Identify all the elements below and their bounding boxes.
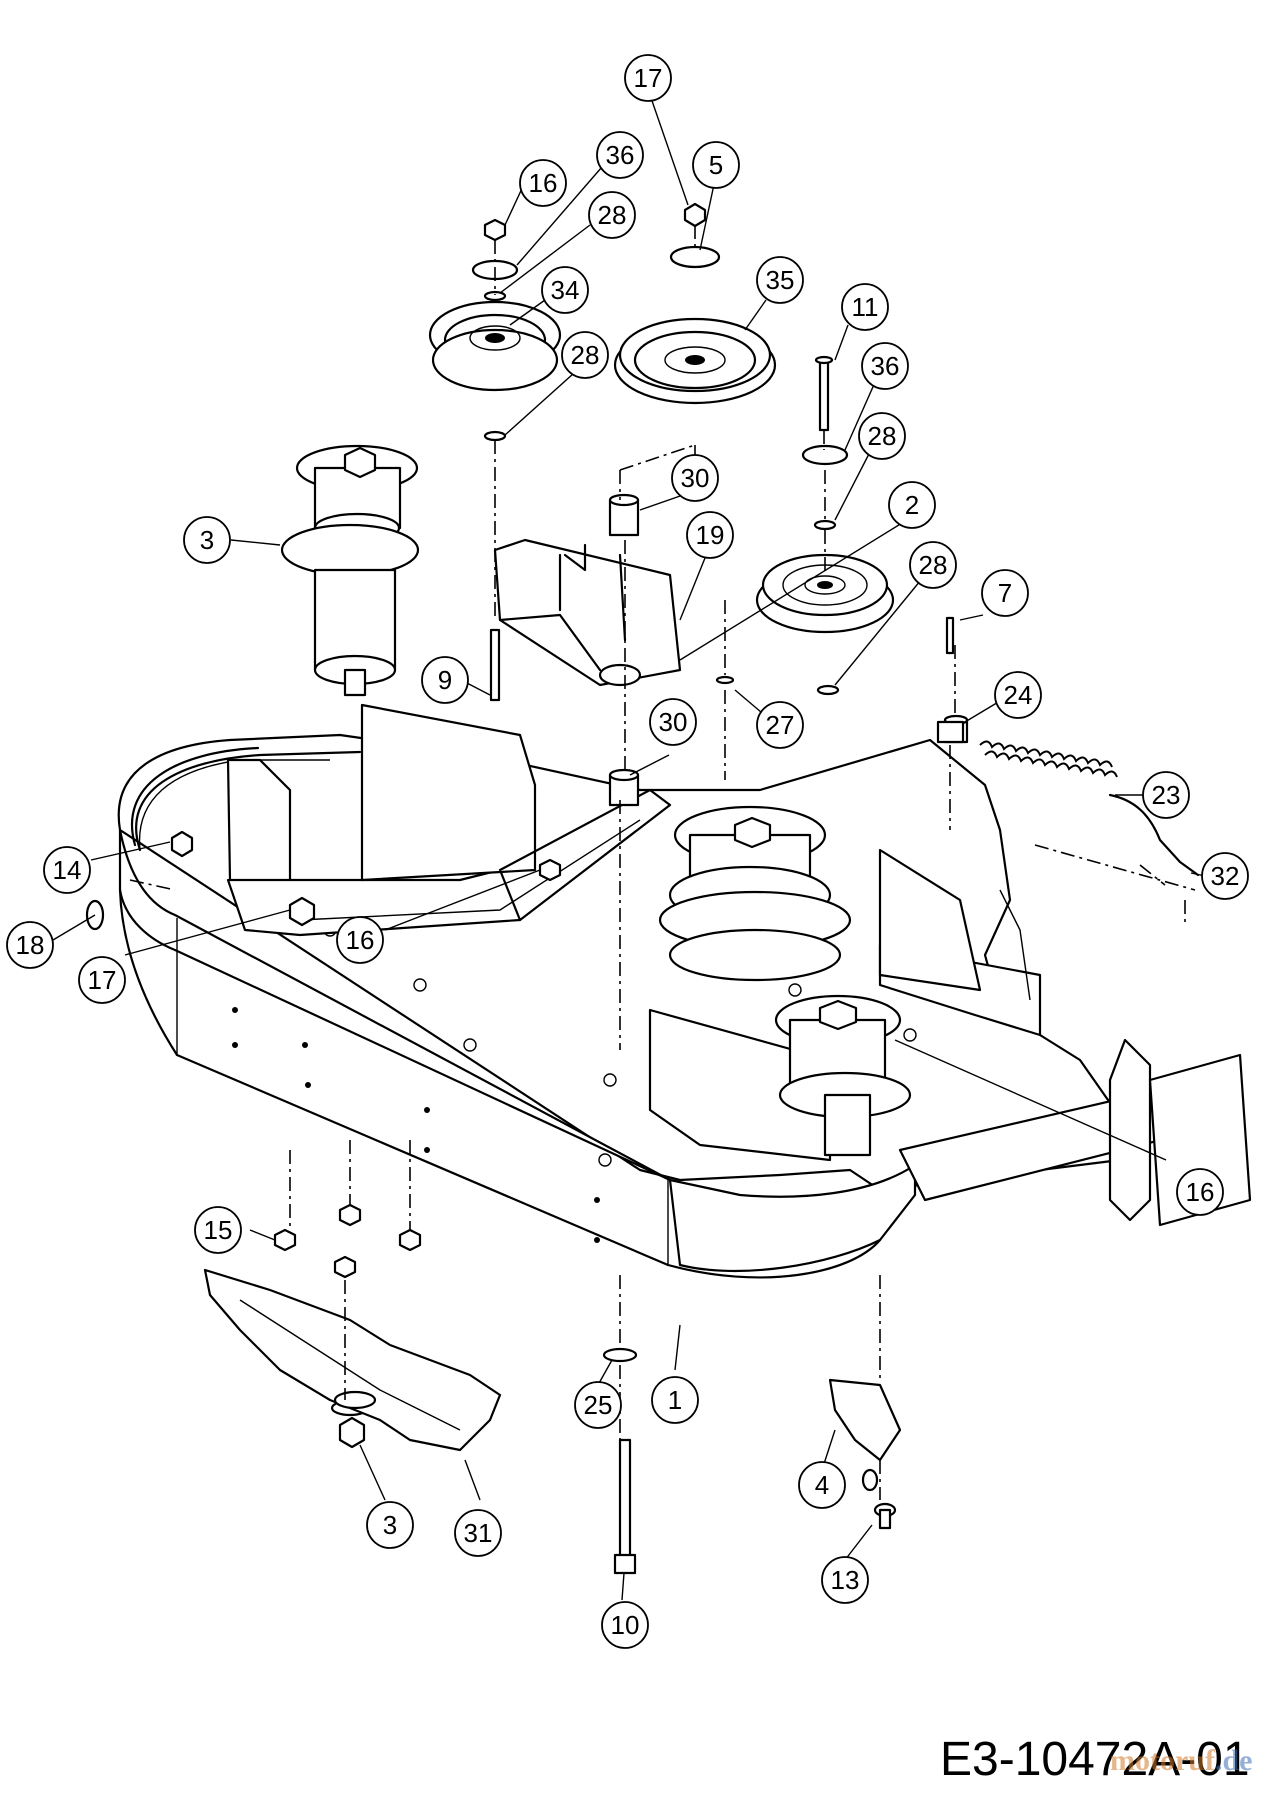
callout-17-top: 17 [624, 54, 672, 102]
svg-text:13: 13 [831, 1565, 860, 1595]
svg-text:28: 28 [919, 550, 948, 580]
callout-16-right: 16 [1176, 1168, 1224, 1216]
svg-text:17: 17 [634, 63, 663, 93]
svg-text:1: 1 [668, 1385, 682, 1415]
left-spindle-assembly [280, 444, 420, 697]
svg-text:3: 3 [383, 1510, 397, 1540]
callout-36-top: 36 [596, 131, 644, 179]
drive-belt [135, 750, 362, 852]
svg-text:15: 15 [204, 1215, 233, 1245]
svg-text:35: 35 [766, 265, 795, 295]
callout-23: 23 [1142, 771, 1190, 819]
svg-text:32: 32 [1211, 861, 1240, 891]
callout-25: 25 [574, 1381, 622, 1429]
callout-14: 14 [43, 846, 91, 894]
callout-24: 24 [994, 671, 1042, 719]
svg-text:24: 24 [1004, 680, 1033, 710]
svg-text:18: 18 [16, 930, 45, 960]
svg-text:28: 28 [868, 421, 897, 451]
callout-3-bottom: 3 [366, 1501, 414, 1549]
svg-text:30: 30 [681, 463, 710, 493]
callout-15: 15 [194, 1206, 242, 1254]
svg-text:7: 7 [998, 578, 1012, 608]
svg-text:28: 28 [571, 340, 600, 370]
svg-text:30: 30 [659, 707, 688, 737]
watermark-main: motoruf [1110, 1744, 1215, 1777]
idler-pulley-34 [428, 300, 562, 392]
callout-18: 18 [6, 921, 54, 969]
callout-2: 2 [888, 481, 936, 529]
svg-text:11: 11 [852, 292, 879, 322]
callout-28-d: 28 [909, 541, 957, 589]
svg-text:28: 28 [598, 200, 627, 230]
svg-text:36: 36 [871, 351, 900, 381]
callout-4: 4 [798, 1461, 846, 1509]
tension-spring-23 [979, 740, 1200, 877]
idler-pulley-2 [755, 553, 895, 634]
callout-34: 34 [541, 266, 589, 314]
callout-32: 32 [1201, 852, 1249, 900]
callout-13: 13 [821, 1556, 869, 1604]
callout-16-top: 16 [519, 159, 567, 207]
callout-27: 27 [756, 701, 804, 749]
svg-text:27: 27 [766, 710, 795, 740]
assembly-guide-lines [129, 225, 1196, 1500]
callout-17-left: 17 [78, 956, 126, 1004]
callout-28-c: 28 [858, 412, 906, 460]
svg-text:19: 19 [696, 520, 725, 550]
svg-text:17: 17 [88, 965, 117, 995]
svg-text:16: 16 [529, 168, 558, 198]
callout-9: 9 [421, 656, 469, 704]
watermark-domain: .de [1214, 1744, 1253, 1777]
callout-28-a: 28 [588, 191, 636, 239]
svg-text:16: 16 [1186, 1177, 1215, 1207]
right-spindle-assembly [774, 994, 912, 1157]
callout-10: 10 [601, 1601, 649, 1649]
svg-text:3: 3 [200, 525, 214, 555]
callout-5: 5 [692, 141, 740, 189]
small-hardware [85, 202, 969, 1575]
svg-text:10: 10 [611, 1610, 640, 1640]
svg-text:36: 36 [606, 140, 635, 170]
svg-text:9: 9 [438, 665, 452, 695]
callout-35: 35 [756, 256, 804, 304]
leader-lines [52, 94, 1206, 1601]
center-spindle-assembly [658, 805, 852, 982]
drawing-code: E3-10472A-01 [940, 1733, 1250, 1786]
callout-36-right: 36 [861, 342, 909, 390]
svg-text:4: 4 [815, 1470, 829, 1500]
callout-31: 31 [454, 1509, 502, 1557]
callout-30-b: 30 [649, 698, 697, 746]
idler-pulley-35 [613, 317, 777, 405]
svg-text:2: 2 [905, 490, 919, 520]
callout-16-mid: 16 [336, 916, 384, 964]
svg-text:34: 34 [551, 275, 580, 305]
callout-19: 19 [686, 511, 734, 559]
callout-28-b: 28 [561, 331, 609, 379]
right-deck-bracket [648, 848, 1252, 1227]
svg-text:14: 14 [53, 855, 82, 885]
callout-1: 1 [651, 1376, 699, 1424]
callout-7: 7 [981, 569, 1029, 617]
left-deck-bracket [226, 703, 672, 937]
watermark: motoruf.de [1110, 1744, 1252, 1778]
callout-30-a: 30 [671, 454, 719, 502]
svg-text:31: 31 [464, 1518, 493, 1548]
svg-text:16: 16 [346, 925, 375, 955]
svg-text:25: 25 [584, 1390, 613, 1420]
callout-3-top: 3 [183, 516, 231, 564]
svg-text:5: 5 [709, 150, 723, 180]
svg-text:23: 23 [1152, 780, 1181, 810]
callout-11: 11 [841, 283, 889, 331]
spacer-24 [936, 720, 965, 744]
center-idler-bracket [493, 538, 682, 687]
